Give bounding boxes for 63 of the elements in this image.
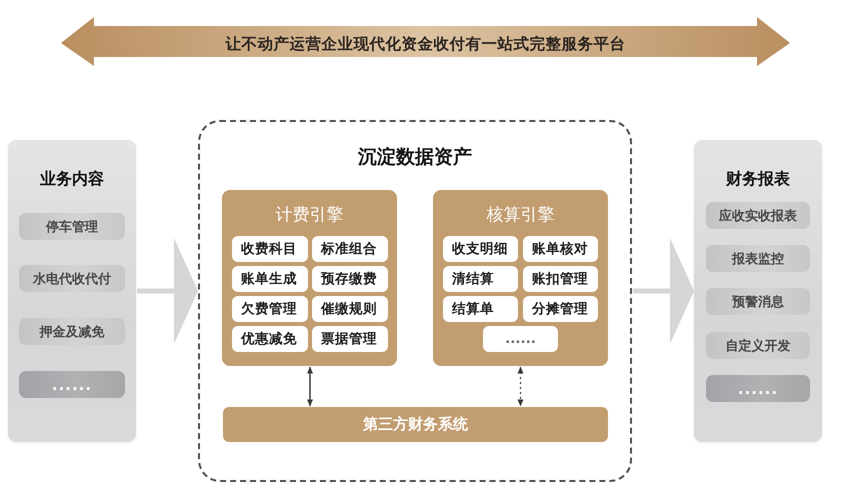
module-tile bbox=[232, 266, 308, 292]
group-title: 沉淀数据资产 bbox=[358, 145, 472, 170]
item-tile bbox=[19, 213, 125, 240]
module-tile bbox=[443, 236, 518, 262]
item-label: ...... bbox=[738, 380, 778, 398]
module-tile bbox=[312, 266, 388, 292]
module-tile bbox=[312, 296, 388, 322]
module-label: 预存缴费 bbox=[321, 270, 377, 288]
module-label: 欠费管理 bbox=[241, 300, 297, 318]
item-label: 报表监控 bbox=[732, 250, 784, 268]
module-label: 票据管理 bbox=[321, 330, 377, 348]
module-label: 标准组合 bbox=[321, 240, 377, 258]
module-label: 账单生成 bbox=[241, 270, 297, 288]
module-tile bbox=[483, 326, 558, 352]
item-tile bbox=[706, 202, 810, 229]
module-label: 优惠减免 bbox=[241, 330, 297, 348]
module-tile bbox=[443, 296, 518, 322]
item-tile bbox=[706, 245, 810, 272]
module-label: 清结算 bbox=[452, 270, 494, 288]
item-label: ...... bbox=[52, 376, 92, 394]
item-label: 预警消息 bbox=[732, 294, 784, 310]
item-label: 水电代收代付 bbox=[33, 270, 111, 288]
double-arrow bbox=[307, 366, 313, 406]
engine-title: 计费引擎 bbox=[276, 204, 344, 226]
banner-text: 让不动产运营企业现代化资金收付有一站式完整服务平台 bbox=[226, 34, 626, 54]
module-tile bbox=[232, 296, 308, 322]
category-panel bbox=[694, 140, 822, 442]
module-label: 收费科目 bbox=[241, 240, 297, 258]
banner-arrow bbox=[61, 17, 790, 66]
category-panel bbox=[8, 140, 136, 442]
system-label: 第三方财务系统 bbox=[363, 415, 468, 434]
item-label: 押金及减免 bbox=[40, 324, 104, 340]
panel-title: 财务报表 bbox=[726, 169, 790, 190]
chevron-arrow bbox=[633, 238, 694, 344]
module-label: 催缴规则 bbox=[321, 300, 377, 318]
item-tile bbox=[19, 371, 125, 398]
item-tile bbox=[19, 265, 125, 292]
item-label: 停车管理 bbox=[46, 218, 98, 236]
chevron-arrow bbox=[137, 238, 198, 344]
module-tile bbox=[443, 266, 518, 292]
module-tile bbox=[312, 326, 388, 352]
item-label: 应收实收报表 bbox=[719, 208, 797, 224]
module-tile bbox=[523, 236, 598, 262]
module-label: 收支明细 bbox=[452, 240, 508, 258]
module-tile bbox=[232, 326, 308, 352]
engine-panel bbox=[433, 190, 608, 366]
panel-title: 业务内容 bbox=[40, 169, 104, 190]
module-label: 结算单 bbox=[452, 300, 494, 318]
item-label: 自定义开发 bbox=[726, 338, 790, 354]
system-bar bbox=[223, 407, 608, 442]
module-label: ...... bbox=[505, 331, 536, 347]
double-arrow bbox=[518, 366, 524, 406]
module-tile bbox=[523, 266, 598, 292]
module-tile bbox=[523, 296, 598, 322]
dashed-group-frame bbox=[198, 120, 632, 482]
engine-panel bbox=[222, 190, 397, 366]
module-tile bbox=[232, 236, 308, 262]
engine-title: 核算引擎 bbox=[486, 204, 554, 226]
module-label: 账扣管理 bbox=[532, 270, 588, 288]
item-tile bbox=[706, 375, 810, 402]
module-label: 账单核对 bbox=[532, 240, 588, 258]
module-tile bbox=[312, 236, 388, 262]
module-label: 分摊管理 bbox=[532, 300, 588, 318]
